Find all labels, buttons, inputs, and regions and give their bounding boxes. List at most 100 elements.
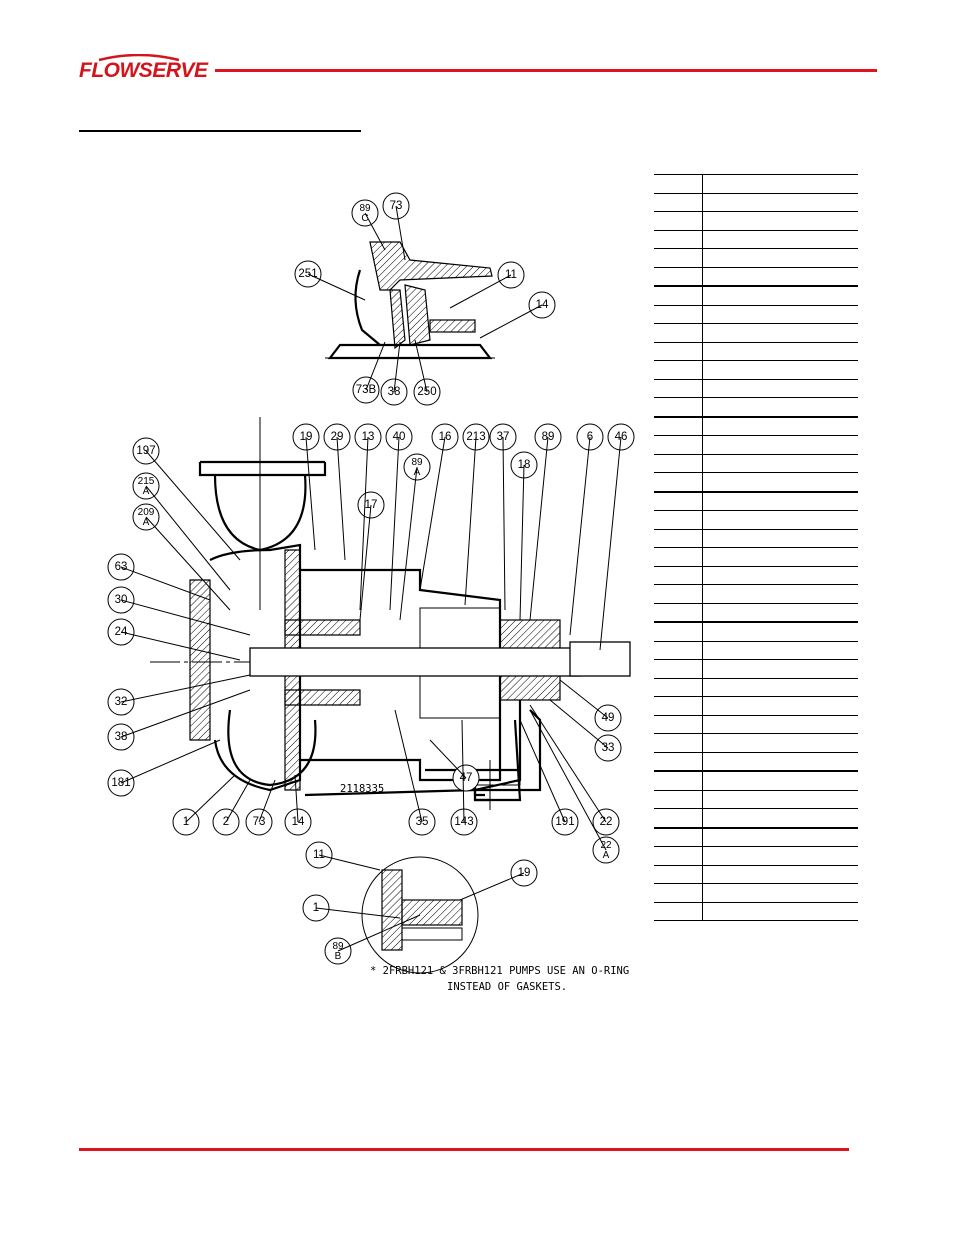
callout-leader [145,450,241,561]
callout-leader [399,466,418,621]
callout-leader [464,436,477,606]
parts-table-cell-description [702,435,858,455]
parts-table-cell-description [702,770,858,791]
parts-table-cell-item [654,659,703,679]
callout-leader [294,774,299,823]
callout-label: 89 [332,941,344,952]
parts-table-cell-description [702,491,858,511]
parts-table-cell-item [654,323,703,343]
callout-leader [145,516,231,611]
parts-table-row [654,510,858,530]
parts-table-row [654,360,858,380]
parts-table-row [654,770,858,791]
parts-table-cell-description [702,808,858,829]
parts-table-cell-description [702,602,858,623]
parts-table-row [654,192,858,212]
parts-table-row [654,453,858,473]
parts-table-cell-description [702,751,858,772]
parts-table-row [654,602,858,623]
parts-table-cell-item [654,510,703,530]
callout-leader [225,779,251,823]
parts-table-cell-item [654,285,703,306]
callout-label: 22 [600,840,612,851]
parts-table-cell-item [654,547,703,567]
callout-leader [394,709,423,823]
parts-table-cell-item [654,883,703,903]
callout-leader [120,631,241,661]
callout-leader [337,914,421,952]
parts-table-cell-item [654,416,703,436]
callout-leader [395,205,406,261]
flowserve-logo: FLOWSERVE [79,54,208,90]
parts-table-row [654,397,858,418]
callout-leader [559,679,609,719]
parts-table-cell-description [702,547,858,567]
parts-table-row [654,864,858,884]
parts-table-cell-description [702,864,858,884]
callout-label: A [143,486,150,497]
parts-table-row [654,584,858,604]
parts-table-row [654,659,858,679]
parts-table-cell-description [702,677,858,697]
parts-table-cell-description [702,827,858,847]
parts-table-cell-item [654,696,703,716]
callout-leader [599,436,622,651]
parts-table-cell-item [654,266,703,287]
callout-label: 89 [359,203,371,214]
callout-leader [145,485,231,591]
parts-table-cell-item [654,211,703,231]
parts-table-cell-item [654,528,703,548]
callout-leader [120,566,211,601]
callout-label: A [414,467,421,478]
pump-sectional-drawing: 2118335 * 2FRBH121 & 3FRBH121 PUMPS USE … [107,192,635,993]
parts-table-cell-item [654,435,703,455]
parts-table-cell-description [702,584,858,604]
parts-table-cell-description [702,397,858,418]
parts-table-cell-item [654,714,703,734]
callout-leader [120,739,221,784]
parts-table-cell-description [702,192,858,212]
parts-table-row [654,883,858,903]
callout-label: B [335,951,342,962]
callout-leaders [120,205,622,952]
parts-table-cell-description [702,733,858,753]
parts-table-cell-description [702,901,858,921]
parts-table-row [654,528,858,548]
parts-table-cell-item [654,621,703,642]
parts-table-cell-item [654,602,703,623]
callout-leader [449,274,512,309]
parts-table-cell-description [702,659,858,679]
callout-leader [120,689,251,738]
parts-table-cell-item [654,901,703,921]
drawing-note-line-2: INSTEAD OF GASKETS. [447,981,567,993]
parts-table-cell-description [702,378,858,398]
parts-table-row [654,827,858,847]
parts-table-cell-item [654,229,703,249]
callout-leader [429,739,467,779]
parts-table-cell-item [654,770,703,791]
callout-leader [529,704,607,823]
callout-label: A [603,850,610,861]
parts-table-row [654,378,858,398]
callout-leader [393,341,401,393]
parts-table-cell-item [654,174,703,194]
callout-leader [318,854,381,871]
callout-leader [419,436,446,591]
parts-table-cell-description [702,229,858,249]
parts-table-row [654,751,858,772]
parts-table-cell-description [702,266,858,287]
parts-table-cell-description [702,285,858,306]
callout-leader [365,341,386,391]
parts-table-cell-item [654,341,703,361]
callout-leader [549,699,609,749]
parts-table-row [654,621,858,642]
parts-table-cell-item [654,640,703,660]
parts-table-cell-description [702,565,858,585]
callout-leader [120,674,251,703]
parts-table-row [654,677,858,697]
callout-leader [305,436,316,551]
parts-table-cell-description [702,360,858,380]
parts-table-cell-description [702,714,858,734]
parts-table-cell-description [702,528,858,548]
